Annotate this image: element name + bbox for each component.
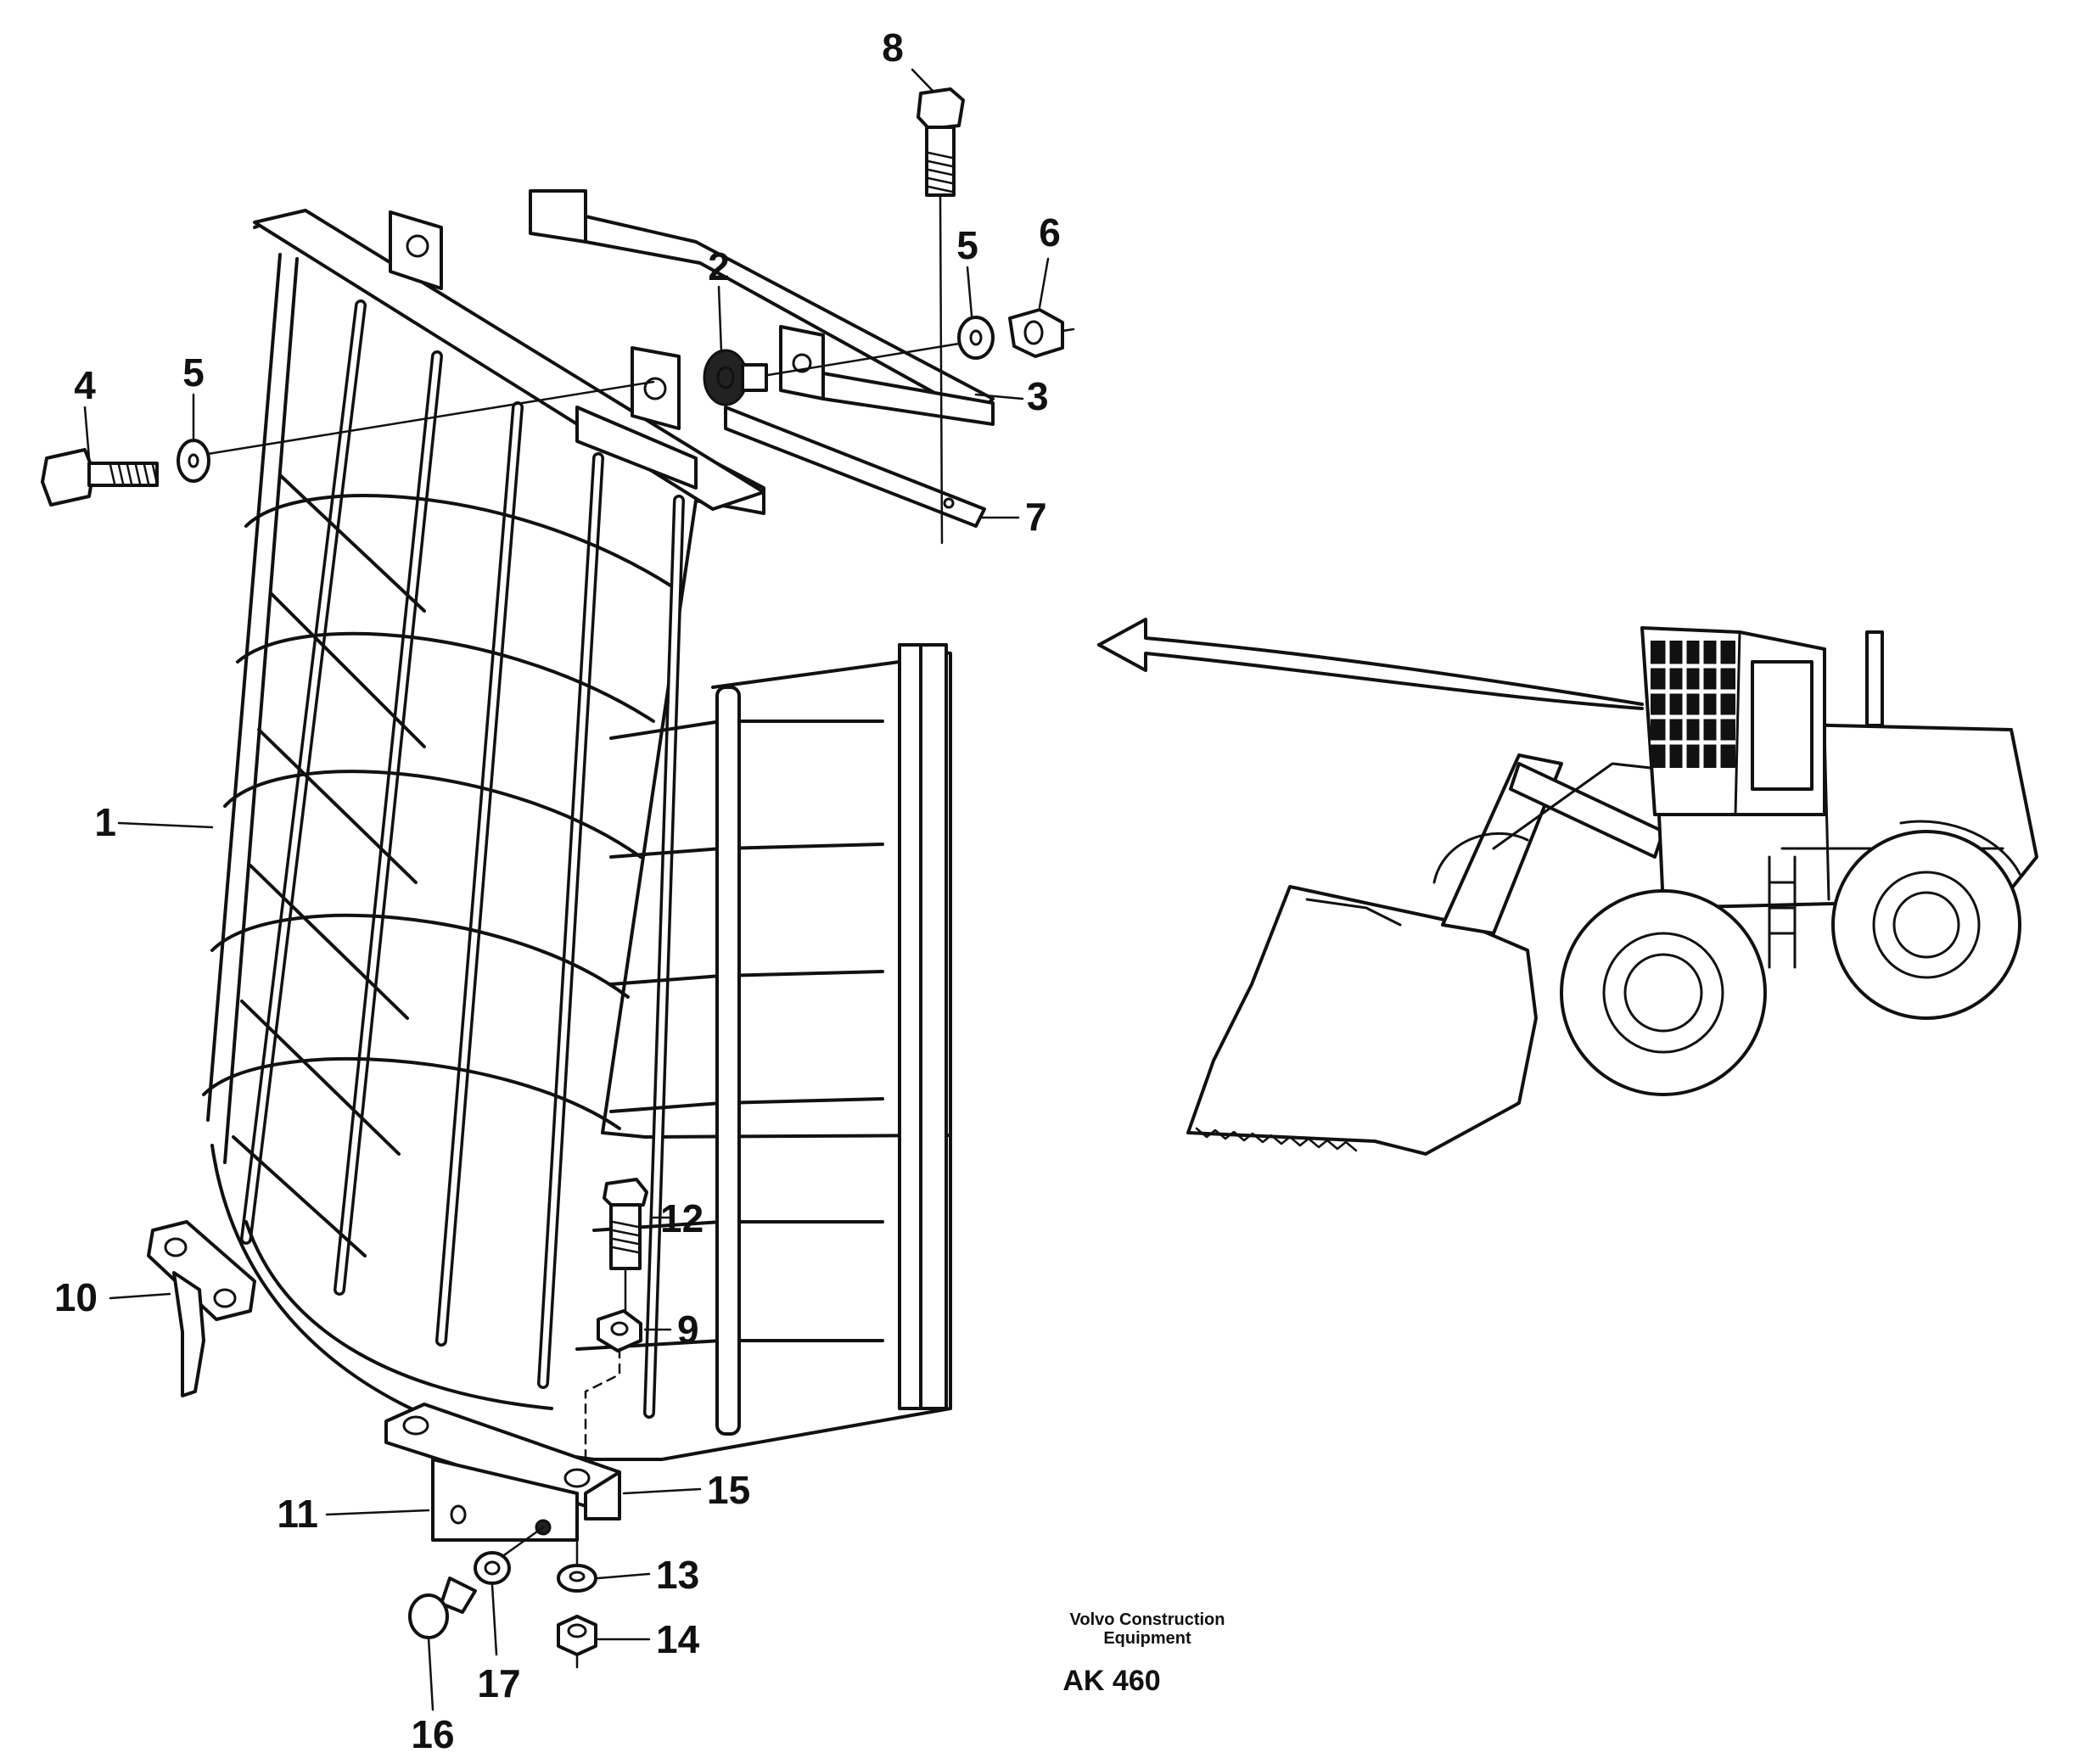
callout-labels: 1 2 3 4 5 5 6 7 8 9 10 11 12 13 14 15 16… [54, 25, 1061, 1756]
leader-2-to-washer [766, 342, 961, 377]
callout-2: 2 [708, 244, 730, 288]
wheel-loader-illustration [1186, 626, 2038, 1156]
bolt-4 [41, 448, 159, 507]
leader-lines [83, 68, 1050, 1711]
callout-1: 1 [94, 800, 116, 844]
bolt-16 [408, 1576, 477, 1639]
washer-5-left [177, 439, 210, 483]
location-arrow [1097, 618, 1644, 710]
washer-13 [557, 1517, 597, 1593]
diagram-code: AK 460 [1062, 1665, 1160, 1697]
horizontal-bands [202, 494, 884, 1351]
washer-17 [474, 1551, 511, 1585]
callout-7: 7 [1025, 495, 1047, 539]
upper-bracket-assembly [529, 189, 995, 528]
callout-13: 13 [656, 1553, 699, 1597]
bolt-8 [917, 87, 965, 545]
callout-17: 17 [477, 1661, 520, 1705]
bolt-12 [603, 1178, 648, 1313]
callout-5-left: 5 [182, 350, 205, 395]
callout-5-right: 5 [956, 223, 978, 267]
right-posts [715, 643, 948, 1436]
callout-12: 12 [660, 1196, 704, 1240]
caption-block: Volvo Construction Equipment AK 460 [1062, 1610, 1225, 1697]
callout-8: 8 [882, 25, 904, 70]
bracket-15 [384, 1403, 621, 1520]
brand-line-2: Equipment [1103, 1629, 1191, 1648]
washer-5-right [957, 316, 995, 360]
nut-6 [1008, 308, 1075, 358]
callout-10: 10 [54, 1275, 98, 1319]
leader-4-to-bracket [206, 380, 655, 456]
nut-14 [557, 1615, 597, 1669]
rubber-bushing-2 [703, 349, 768, 406]
top-mounting-plates [253, 209, 765, 511]
callout-15: 15 [707, 1468, 750, 1512]
callout-14: 14 [656, 1617, 700, 1661]
callout-11: 11 [277, 1492, 318, 1536]
callout-3: 3 [1027, 374, 1049, 418]
callout-9: 9 [677, 1308, 699, 1352]
callout-4: 4 [74, 363, 96, 407]
cab-grid-highlight [1651, 641, 1735, 768]
callout-6: 6 [1039, 210, 1061, 255]
brand-line-1: Volvo Construction [1070, 1610, 1225, 1629]
cross-rods [232, 473, 426, 1257]
washer-9 [584, 1309, 642, 1478]
callout-16: 16 [411, 1712, 454, 1756]
bracket-10 [147, 1220, 256, 1397]
protective-grid-guard [202, 209, 952, 1461]
